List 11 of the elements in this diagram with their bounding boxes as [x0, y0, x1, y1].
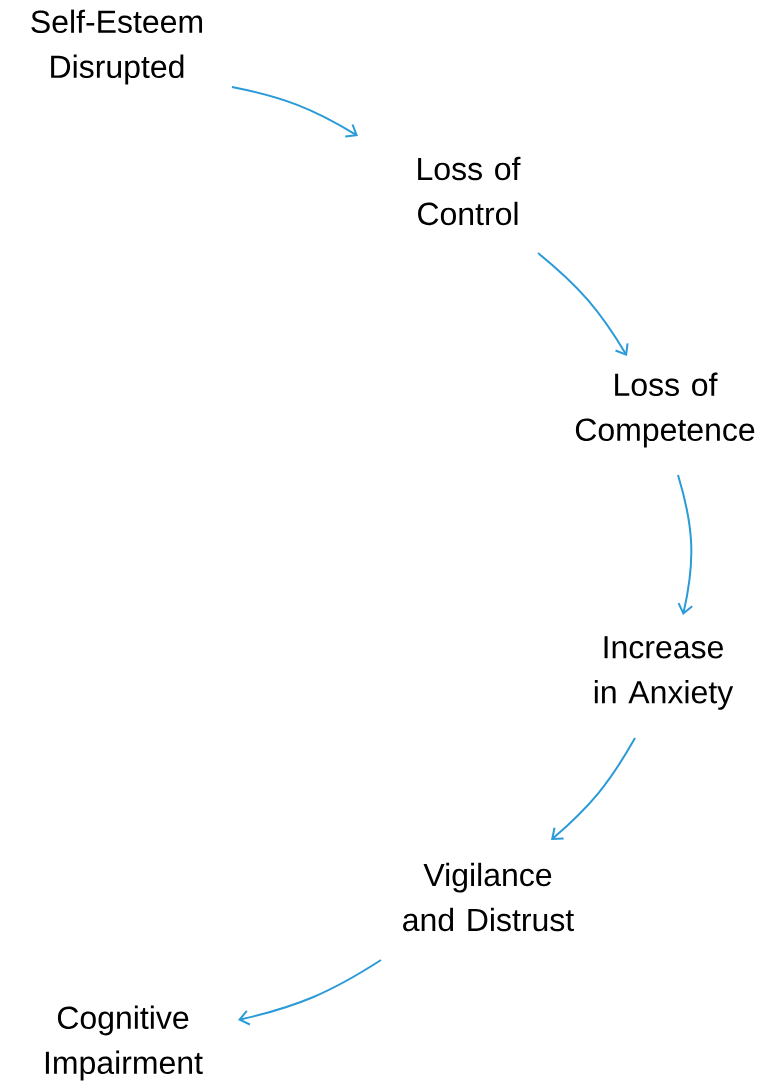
step-label: Loss of Control [418, 156, 521, 226]
step-label: Vigilance and Distrust [403, 862, 574, 932]
step-label: Loss of Competence [575, 372, 755, 448]
arrow [238, 959, 382, 1026]
arrow [231, 86, 358, 138]
step-label: Self-Esteem Disrupted [31, 9, 202, 85]
arrow [677, 474, 694, 615]
step-label: Increase in Anxiety [594, 636, 734, 710]
arrow [551, 737, 636, 840]
step-label: Cognitive Impairment [45, 1005, 203, 1081]
arrow [537, 252, 629, 356]
